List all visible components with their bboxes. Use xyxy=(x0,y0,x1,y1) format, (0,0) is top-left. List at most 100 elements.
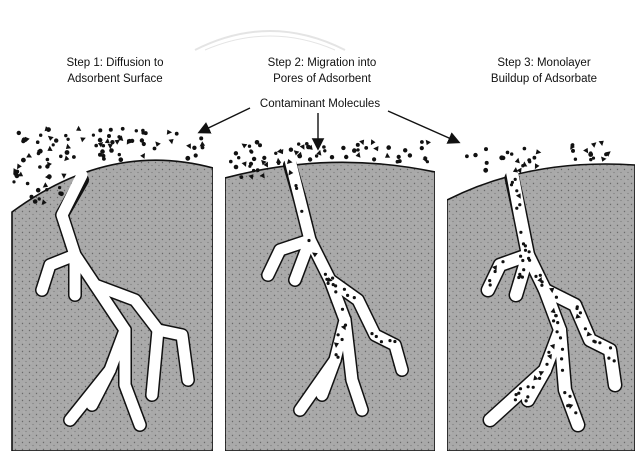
molecule xyxy=(521,259,524,262)
caption-arrows xyxy=(200,108,458,148)
molecule xyxy=(45,164,49,168)
molecule xyxy=(554,314,557,317)
arrow-to-panel-1 xyxy=(200,108,250,132)
molecule xyxy=(59,155,63,159)
molecule xyxy=(514,398,517,401)
molecule xyxy=(252,169,255,172)
molecule xyxy=(21,158,26,163)
molecule xyxy=(499,155,504,160)
molecule xyxy=(48,136,54,141)
molecule xyxy=(242,144,248,149)
molecule xyxy=(524,249,527,252)
molecule xyxy=(534,275,537,278)
molecule xyxy=(115,140,121,145)
molecule xyxy=(307,239,310,242)
molecule xyxy=(64,155,69,161)
molecule xyxy=(515,189,518,192)
molecule xyxy=(141,131,144,134)
molecule xyxy=(248,145,251,148)
molecule xyxy=(330,155,334,159)
molecule xyxy=(528,250,531,253)
molecule xyxy=(515,158,520,164)
molecule xyxy=(297,142,300,145)
molecule xyxy=(234,165,239,170)
molecule xyxy=(258,143,262,147)
molecule xyxy=(289,148,293,152)
molecule xyxy=(359,140,364,146)
molecule xyxy=(589,151,592,154)
molecule xyxy=(561,369,564,372)
molecule xyxy=(38,165,42,169)
molecule xyxy=(334,290,337,293)
molecule xyxy=(43,182,48,187)
molecule xyxy=(58,186,61,189)
molecule xyxy=(17,131,21,135)
molecule xyxy=(547,351,550,354)
molecule xyxy=(574,411,577,414)
molecule xyxy=(240,175,244,179)
molecule xyxy=(155,141,161,146)
panel-step-2 xyxy=(225,139,435,451)
molecule xyxy=(343,288,346,291)
molecule xyxy=(308,157,312,161)
molecule xyxy=(153,147,157,151)
molecule xyxy=(277,162,280,165)
molecule xyxy=(420,140,424,144)
molecule xyxy=(556,321,559,324)
molecule xyxy=(563,391,566,394)
molecule xyxy=(300,144,305,150)
molecule xyxy=(64,134,67,137)
molecule xyxy=(536,149,542,154)
molecule xyxy=(535,163,540,169)
molecule xyxy=(262,156,266,160)
molecule xyxy=(346,294,349,297)
molecule xyxy=(102,157,106,161)
molecule xyxy=(375,335,378,338)
panel-step-3 xyxy=(447,141,635,451)
molecule xyxy=(135,129,138,132)
molecule xyxy=(488,279,491,282)
molecule xyxy=(420,146,424,150)
molecule xyxy=(426,140,431,145)
molecule xyxy=(356,148,359,151)
molecule xyxy=(364,146,368,150)
molecule xyxy=(22,137,27,142)
molecule xyxy=(17,164,22,170)
molecule xyxy=(65,150,70,155)
molecule xyxy=(521,164,524,167)
molecule xyxy=(54,138,58,142)
molecule xyxy=(527,257,530,260)
adsorbent-solid xyxy=(447,164,635,451)
molecule xyxy=(30,195,34,199)
molecule xyxy=(45,188,48,191)
molecule xyxy=(199,136,203,140)
molecule xyxy=(356,152,361,158)
molecule xyxy=(118,153,121,156)
molecule xyxy=(341,338,344,341)
molecule xyxy=(519,255,522,258)
molecule xyxy=(46,158,50,162)
molecule xyxy=(242,161,247,167)
molecule xyxy=(26,153,32,158)
molecule xyxy=(583,148,588,154)
molecule xyxy=(397,155,401,159)
molecule xyxy=(515,207,518,210)
molecule xyxy=(510,183,513,186)
molecule xyxy=(167,130,172,135)
molecule xyxy=(393,340,396,343)
molecule xyxy=(175,132,179,136)
molecule xyxy=(609,346,612,349)
molecule xyxy=(140,138,144,142)
molecule xyxy=(33,199,38,204)
molecule xyxy=(408,153,412,157)
molecule xyxy=(522,242,525,245)
molecule xyxy=(107,134,111,138)
molecule xyxy=(465,154,469,158)
molecule xyxy=(98,138,103,143)
molecule xyxy=(39,134,42,137)
molecule xyxy=(119,157,124,162)
molecule xyxy=(601,157,607,162)
molecule xyxy=(15,170,19,174)
molecule xyxy=(522,268,525,271)
molecule xyxy=(294,184,297,187)
